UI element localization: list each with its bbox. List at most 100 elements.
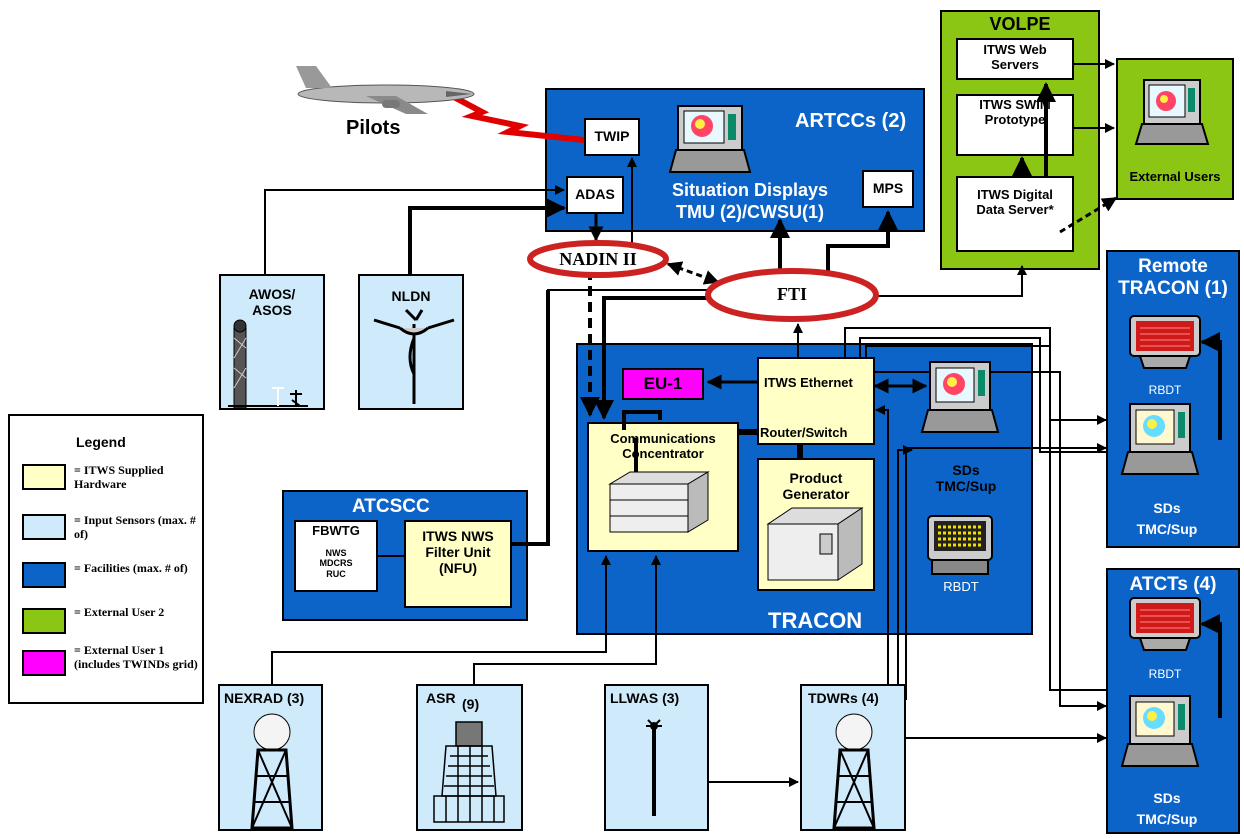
nadin-ring-icon: [527, 240, 669, 278]
llwas-box: [604, 684, 709, 831]
remote-sds-label: SDs TMC/Sup: [1136, 500, 1198, 537]
asr-to-comm-line: [473, 555, 661, 684]
web-servers-box: [956, 38, 1074, 80]
legend-title: Legend: [76, 434, 126, 450]
fbwtg-box: [294, 520, 378, 592]
remote-sd-workstation-icon: [1120, 403, 1200, 475]
legend-label-itws: = ITWS Supplied Hardware: [74, 463, 164, 491]
server-stack-icon: [608, 471, 710, 533]
tmu-cwsu-label: TMU (2)/CWSU(1): [676, 202, 824, 222]
fti-label: FTI: [776, 284, 807, 304]
tracon-sd-workstation-icon: [920, 361, 1000, 433]
nldn-label: NLDN: [391, 288, 431, 304]
router-label: Router/Switch: [760, 425, 848, 440]
mps-box: [862, 170, 914, 208]
lightning-bolt-icon: [450, 93, 585, 143]
nfu-to-comm-line: [512, 290, 550, 546]
remote-rbdt-link: [1200, 332, 1222, 440]
fbwtg-label: FBWTG: [312, 523, 360, 538]
legend-swatch-sensors: [22, 514, 66, 540]
legend-label-facilities: = Facilities (max. # of): [74, 561, 188, 575]
tdwr-radar-icon: [832, 713, 876, 830]
awos-label: AWOS/ ASOS: [248, 286, 296, 319]
legend-swatch-external-2: [22, 608, 66, 634]
nexrad-label: NEXRAD (3): [224, 690, 305, 706]
tdwr-label: TDWRs (4): [808, 690, 879, 706]
tdwr-to-sds-line: [875, 405, 889, 684]
adas-box: [566, 176, 624, 214]
fti-to-mps-line: [826, 210, 898, 272]
nadin-label: NADIN II: [559, 249, 637, 269]
remote-tracon-title: Remote TRACON (1): [1118, 256, 1228, 299]
tracon-rbdt-icon: [927, 515, 993, 575]
asr-label: ASR: [426, 690, 456, 706]
atct-sd-workstation-icon: [1120, 695, 1200, 767]
nexrad-to-comm-line: [271, 555, 611, 684]
llwas-pole-icon: [646, 719, 662, 816]
volpe-title: VOLPE: [989, 14, 1051, 34]
awos-to-adas-line: [264, 185, 565, 274]
artcc-workstation-icon: [668, 105, 752, 173]
computer-tower-icon: [766, 507, 864, 581]
comm-internal-link: [622, 410, 662, 430]
fti-ring-icon: [705, 268, 879, 322]
tracon-sds-label: SDs TMC/Sup: [935, 462, 997, 495]
legend-label-external-2: = External User 2: [74, 605, 165, 619]
tracon-rbdt-label: RBDT: [943, 579, 979, 594]
tdwr-to-remote-line: [905, 443, 1107, 700]
situation-displays-label: Situation Displays: [671, 180, 829, 200]
ethernet-label: ITWS Ethernet: [764, 375, 853, 390]
twip-box: [584, 118, 640, 156]
legend-swatch-itws: [22, 464, 66, 490]
dds-to-external-dashed-line: [1059, 196, 1118, 234]
digital-data-server-box: [956, 176, 1074, 252]
legend-label-sensors: = Input Sensors (max. # of): [74, 513, 196, 541]
tracon-title: TRACON: [768, 608, 863, 633]
airplane-icon: [296, 66, 475, 114]
atcscc-title: ATCSCC: [352, 496, 430, 517]
remote-tracon-box: [1106, 250, 1240, 548]
asr-count-label: (9): [462, 696, 480, 712]
atct-rbdt-icon: [1129, 597, 1201, 651]
nldn-sensor-icon: [373, 308, 455, 404]
llwas-label: LLWAS (3): [610, 690, 680, 706]
external-workstation-icon: [1134, 79, 1210, 145]
artcc-title: ARTCCs (2): [795, 110, 907, 132]
nfu-box: [404, 520, 512, 608]
eu1-label: EU-1: [643, 374, 683, 393]
ethernet-to-remote-line: [844, 327, 1107, 425]
atcts-title: ATCTs (4): [1129, 574, 1217, 595]
remote-rbdt-icon: [1129, 315, 1201, 369]
nldn-to-adas-line: [408, 198, 566, 274]
legend-swatch-facilities: [22, 562, 66, 588]
mps-label: MPS: [872, 180, 904, 196]
adas-label: ADAS: [575, 186, 615, 202]
fti-to-comm-line: [547, 289, 708, 420]
tdwr-box: [800, 684, 906, 831]
twip-label: TWIP: [594, 128, 630, 144]
fti-to-volpe-line: [874, 265, 1027, 297]
nadin-fti-dashed-line: [666, 261, 720, 285]
fti-to-comm-thick-line: [594, 296, 708, 420]
tdwr-to-sds2-line: [897, 445, 913, 684]
pilots-label: Pilots: [346, 117, 401, 139]
swim-label: ITWS SWIM Prototype: [979, 97, 1051, 127]
atct-rbdt-label: RBDT: [1148, 667, 1182, 681]
legend-swatch-external-1: [22, 650, 66, 676]
nexrad-box: [218, 684, 323, 831]
legend-label-external-1: = External User 1 (includes TWINDs grid): [74, 643, 198, 671]
nfu-label: ITWS NWS Filter Unit (NFU): [422, 528, 494, 577]
swim-box: [956, 94, 1074, 156]
nexrad-radar-icon: [250, 713, 294, 830]
atct-sds-label: SDs TMC/Sup: [1136, 790, 1198, 827]
remote-rbdt-label: RBDT: [1148, 383, 1182, 397]
comm-concentrator-label: Communications Concentrator: [610, 431, 716, 461]
web-servers-label: ITWS Web Servers: [983, 42, 1047, 72]
ethernet-to-remote2-line: [859, 337, 1106, 453]
awos-tower-icon: [228, 319, 308, 409]
product-generator-label: Product Generator: [782, 470, 850, 503]
external-users-label: External Users: [1129, 169, 1221, 184]
digital-data-server-label: ITWS Digital Data Server*: [976, 187, 1054, 217]
